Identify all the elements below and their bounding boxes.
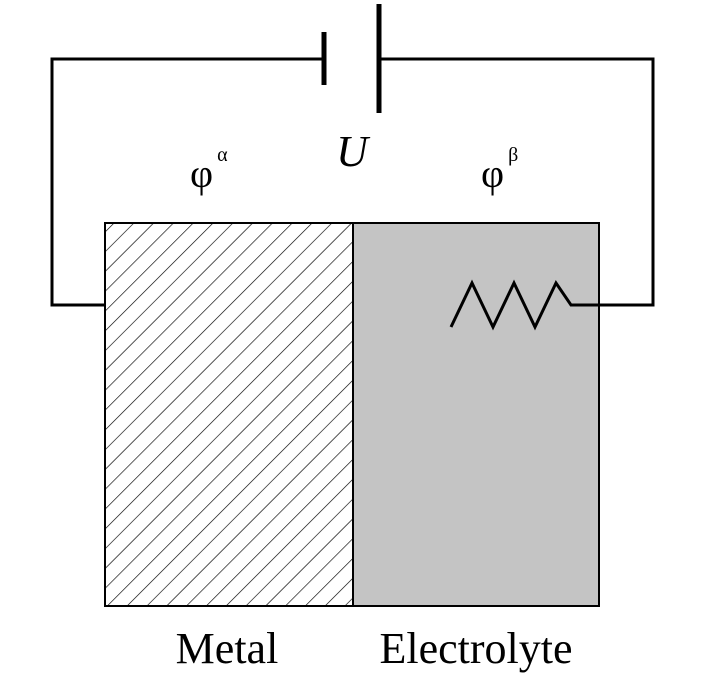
electrolyte-region	[353, 223, 599, 606]
metal-region	[105, 223, 353, 606]
circuit-wire-left	[50, 57, 324, 307]
electrolyte-label: Electrolyte	[379, 624, 572, 673]
electrolyte-resistor	[449, 279, 599, 331]
circuit-wire-right	[379, 57, 655, 307]
voltage-label: U	[336, 127, 371, 176]
metal-label: Metal	[176, 624, 279, 673]
battery-symbol	[321, 4, 382, 113]
